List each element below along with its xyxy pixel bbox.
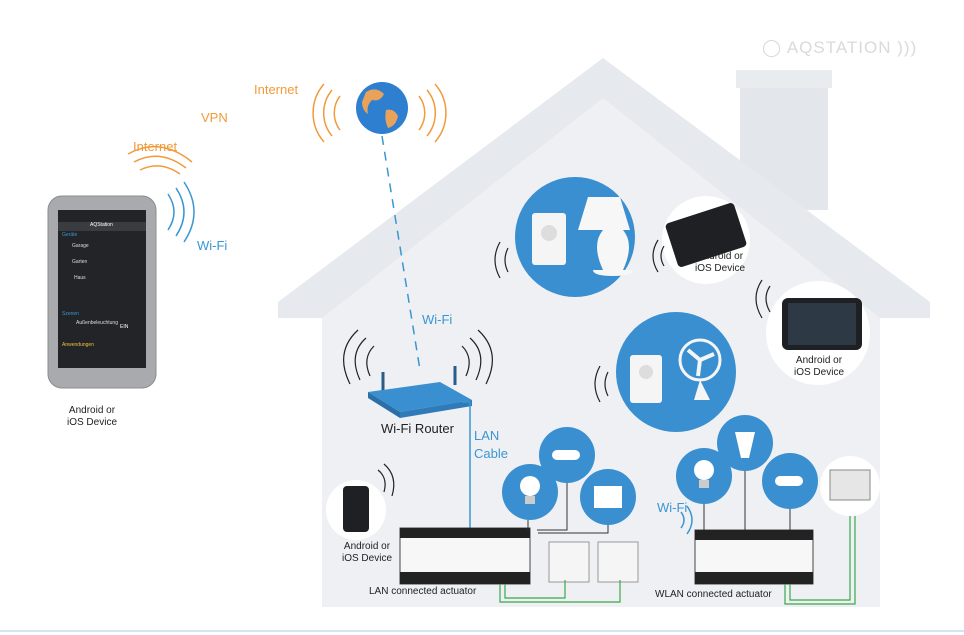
lan-heater-node [580,469,636,525]
lan-switch-2 [597,541,639,583]
phone-bottom-caption: Android or iOS Device [337,541,397,565]
wlan-switch-node [820,456,880,516]
phone-left-caption-line2: iOS Device [66,417,117,428]
logo-mark-icon: ◯ [762,38,787,57]
tablet-large-caption-line2: iOS Device [793,367,844,378]
logo-text: AQSTATION [786,38,892,57]
wifi-router [368,366,472,418]
phone-section-scenes: Szenen [62,311,79,317]
lan-switch-1 [548,541,590,583]
globe-icon [356,82,408,134]
lan-cable [462,401,471,528]
wlan-load-wires [703,471,791,530]
fan-wifi-waves [594,365,609,403]
phone-section-apps: Anwendungen [62,342,94,348]
wlan-actuator-device [694,529,814,585]
router-wifi-waves [343,329,493,385]
wlan-wifi-waves [680,505,693,535]
tablet-large [766,281,870,385]
phone-scene-value[interactable]: EIN [120,324,129,330]
phone-left [47,195,157,389]
aqstation-logo: ◯ AQSTATION ))) [762,38,917,58]
tablet-small-caption-line2: iOS Device [694,263,745,274]
lan-green-wires [499,580,621,603]
wlan-bulb-node [676,448,732,504]
phone-wifi-waves [167,181,195,243]
phone-bottom-caption-line2: iOS Device [341,553,392,564]
globe-signal-waves [312,83,447,143]
phone-room-haus[interactable]: Haus [74,275,86,281]
tablet-large-caption: Android or iOS Device [789,355,849,379]
tablet-small-waves [652,239,665,273]
phone-left-caption: Android or iOS Device [62,405,122,429]
tablet-small [662,196,750,284]
wifi-label-router: Wi-Fi [422,312,453,327]
lan-tube-lamp-node [539,427,595,483]
chimney-top [736,70,832,88]
phone-bottom [326,480,386,540]
phone-section-devices: Geräte [62,232,78,238]
phone-room-garage[interactable]: Garage [72,243,89,249]
internet-link [381,135,421,371]
lan-load-wires [527,483,609,534]
tablet-large-caption-line1: Android or [795,355,843,366]
tablet-small-caption-line1: Android or [696,251,744,262]
wlan-led-bulb-node [717,415,773,471]
phone-app-title: AQStation [90,222,113,228]
lamp-wifi-waves [494,241,509,279]
wifi-router-label: Wi-Fi Router [381,421,454,436]
internet-label-top: Internet [254,82,299,97]
tablet-large-waves [755,279,771,319]
lan-actuator-label: LAN connected actuator [369,586,477,597]
tablet-small-caption: Android or iOS Device [690,251,750,275]
phone-scene-label: Außenbeleuchtung [76,320,118,326]
lan-cable-label-2: Cable [474,446,508,461]
phone-room-garten[interactable]: Garten [72,259,88,265]
lamp-socket-node [515,177,635,297]
phone-internet-waves [127,145,193,175]
lan-actuator-device [399,527,531,585]
wifi-label-wlan: Wi-Fi [657,500,688,515]
wlan-green-wires [784,516,856,605]
wifi-label-phone: Wi-Fi [197,238,228,253]
wlan-actuator-label: WLAN connected actuator [655,589,772,600]
internet-label-phone: Internet [133,139,178,154]
wlan-tube-lamp-node [762,453,818,509]
phone-bottom-waves [377,463,395,497]
vpn-label: VPN [201,110,228,125]
phone-left-caption-line1: Android or [68,405,116,416]
phone-bottom-caption-line1: Android or [343,541,391,552]
logo-waves-icon: ))) [891,38,918,57]
fan-socket-node [616,312,736,432]
lan-bulb-node [502,464,558,520]
lan-cable-label-1: LAN [474,428,500,443]
